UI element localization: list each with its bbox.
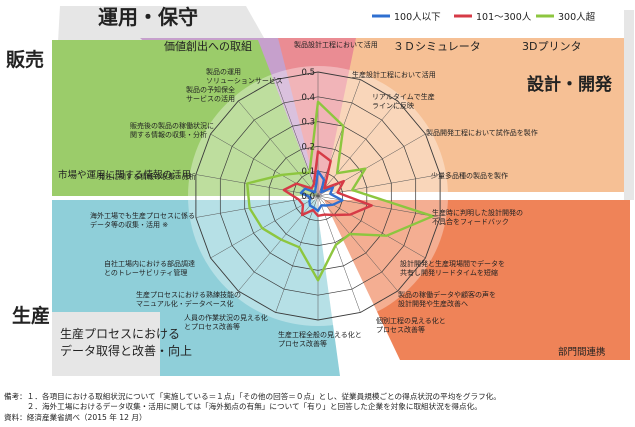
- axis-label: 個別工程の見える化とプロセス改善等: [376, 316, 446, 334]
- design-dev-title: 設計・開発: [527, 74, 613, 95]
- sim-3d-label: ３Ｄシミュレータ: [393, 40, 481, 53]
- bg-grey-right: [624, 10, 634, 200]
- radial-ticks: 0.0 0.1 0.2 0.3 0.4 0.5: [301, 68, 315, 202]
- section-labels: 運用・保守 価値創出への取組 販売 市場や運用に関する情報の活用 設計・開発 ３…: [6, 5, 613, 358]
- radial-tick-label: 0.5: [301, 68, 315, 78]
- bg-blue-lower: [160, 200, 340, 376]
- grid-spoke: [238, 195, 319, 292]
- legend-label: 101～300人: [476, 12, 532, 23]
- legend-label: 300人超: [558, 11, 596, 23]
- operation-title: 運用・保守: [98, 5, 198, 29]
- grid-spoke: [317, 133, 426, 197]
- radial-tick-label: 0.1: [301, 167, 315, 177]
- printer-3d-label: 3Dプリンタ: [522, 40, 581, 53]
- axis-label: 生産プロセスにおける熟練技能のマニュアル化・データベース化: [136, 290, 241, 308]
- footnote-2: ２．海外工場におけるデータ収集・活用に関しては「海外拠点の有無」について「有り」…: [4, 402, 482, 412]
- production-subtitle-2: データ取得と改善・向上: [60, 343, 192, 358]
- axis-label: 発注に関する情報の収集・分析: [98, 172, 196, 181]
- legend: 100人以下 101～300人 300人超: [372, 11, 596, 23]
- axis-label: 販売後の製品の稼働状況に関する情報の収集・分析: [130, 121, 214, 139]
- radial-tick-label: 0.2: [301, 142, 315, 152]
- axis-label: 製品の予知保全サービスの活用: [186, 85, 235, 103]
- grid-spoke: [317, 195, 441, 218]
- grid-spoke: [210, 195, 319, 259]
- grid-spoke: [317, 195, 426, 259]
- axis-label: 生産時に判明した設計開発の不具合をフィードバック: [432, 208, 523, 226]
- series-line: [299, 169, 344, 213]
- grid-spoke: [317, 79, 361, 197]
- bg-green: [52, 40, 318, 196]
- axis-label: 人員の作業状況の見える化とプロセス改善等: [184, 313, 268, 331]
- radial-tick-label: 0.4: [301, 93, 315, 103]
- production-title: 生産: [12, 304, 50, 327]
- departments-label: 部門間連携: [558, 346, 606, 358]
- axis-label: 製品の運用ソリューションサービス: [206, 67, 283, 85]
- footnote-1: 備考：１．各項目における取組状況について「実施している＝１点」「その他の回答＝０…: [4, 392, 501, 401]
- axis-label: 海外工場でも生産プロセスに係るデータ等の収集・活用 ※: [90, 211, 195, 229]
- grid-spoke: [238, 100, 319, 197]
- background-sections: [52, 6, 634, 376]
- radar-chart: 運用・保守 価値創出への取組 販売 市場や運用に関する情報の活用 設計・開発 ３…: [6, 5, 634, 376]
- series-line: [245, 100, 434, 282]
- source-note: 資料：経済産業省調べ（2015 年 12 月）: [4, 412, 147, 422]
- footnotes: 備考：１．各項目における取組状況について「実施している＝１点」「その他の回答＝０…: [4, 392, 631, 423]
- axis-labels: 製品設計工程において活用生産設計工程において活用リアルタイムで生産ラインに反映製…: [90, 40, 538, 348]
- bg-orange-light: [324, 38, 630, 192]
- grid-spoke: [317, 195, 398, 292]
- axis-label: リアルタイムで生産ラインに反映: [372, 92, 435, 110]
- grid-spoke: [317, 100, 398, 197]
- production-subtitle-1: 生産プロセスにおける: [60, 326, 180, 341]
- axis-label: 設計開発と生産現場間でデータを共有し開発リードタイムを短縮: [400, 259, 505, 277]
- bg-orange: [324, 200, 630, 360]
- radar-series: [245, 100, 434, 282]
- axis-label: 製品の稼働データや顧客の声を設計開発や生産改善へ: [398, 290, 496, 308]
- axis-label: 製品開発工程において試作品を製作: [426, 128, 538, 137]
- grid-spoke: [275, 195, 319, 313]
- axis-label: 自社工場内における部品調達とのトレーサビリティ管理: [104, 259, 195, 277]
- value-creation-label: 価値創出への取組: [164, 39, 252, 53]
- grid-spoke: [195, 174, 319, 197]
- radial-tick-label: 0.0: [301, 192, 315, 202]
- sales-subtitle: 市場や運用に関する情報の活用: [58, 169, 191, 181]
- axis-label: 少量多品種の製品を製作: [431, 171, 508, 180]
- radial-tick-label: 0.3: [301, 118, 315, 128]
- legend-label: 100人以下: [394, 12, 441, 23]
- sales-title: 販売: [6, 48, 44, 71]
- axis-label: 製品設計工程において活用: [294, 40, 378, 49]
- grid-spoke: [275, 79, 319, 197]
- series-line: [282, 150, 373, 218]
- axis-label: 生産設計工程において活用: [352, 70, 436, 79]
- axis-label: 生産工程全般の見える化とプロセス改善等: [278, 330, 362, 348]
